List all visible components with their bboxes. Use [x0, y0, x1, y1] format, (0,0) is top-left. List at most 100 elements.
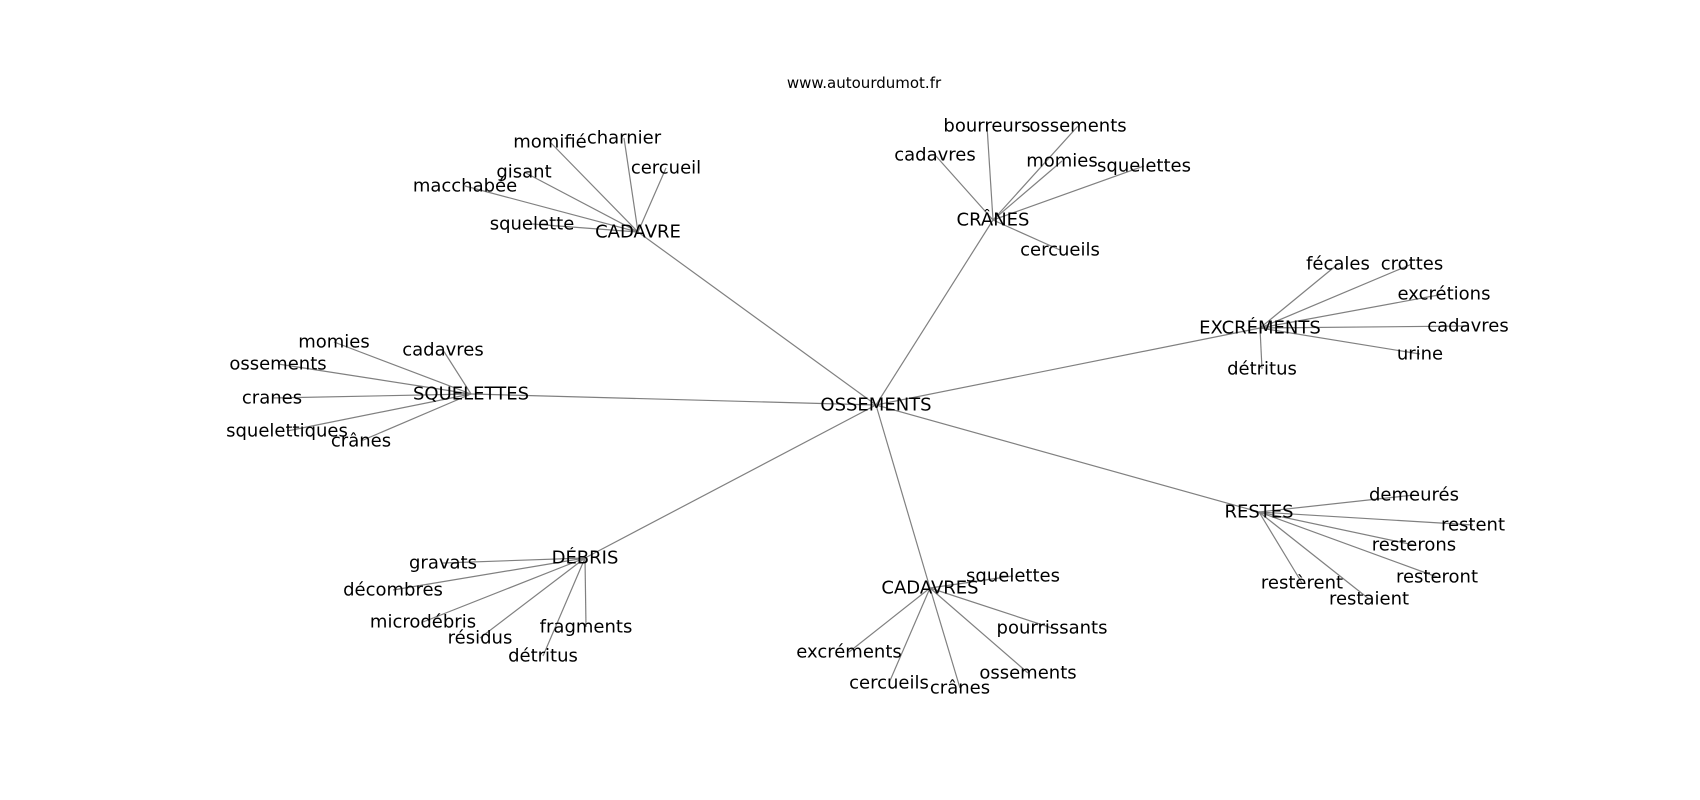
leaf-node[interactable]: détritus	[508, 646, 578, 667]
leaf-node[interactable]: microdébris	[370, 612, 476, 633]
edge-hub-leaf	[442, 349, 472, 395]
leaf-node[interactable]: cercueils	[1020, 240, 1100, 261]
edge-hub-leaf	[934, 154, 994, 221]
edge-hub-leaf	[637, 167, 667, 233]
center-node[interactable]: OSSEMENTS	[820, 395, 931, 416]
leaf-node[interactable]: cadavres	[894, 145, 976, 166]
hub-node[interactable]: CADAVRES	[881, 578, 978, 599]
leaf-node[interactable]: demeurés	[1369, 485, 1459, 506]
edge-hub-leaf	[992, 125, 1079, 221]
leaf-node[interactable]: squelettes	[966, 566, 1060, 587]
leaf-node[interactable]: excrétions	[1398, 284, 1491, 305]
leaf-node[interactable]: cercueils	[849, 673, 929, 694]
edge-hub-leaf	[1259, 263, 1339, 329]
hub-node[interactable]: EXCRÉMENTS	[1199, 317, 1321, 339]
hub-node[interactable]: RESTES	[1224, 502, 1293, 523]
edge-hub-leaf	[929, 587, 961, 689]
leaf-node[interactable]: restaient	[1329, 589, 1409, 610]
leaf-node[interactable]: ossements	[979, 663, 1076, 684]
edge-hub-leaf	[286, 393, 472, 432]
leaf-node[interactable]: restent	[1441, 515, 1505, 536]
edge-hub-leaf	[1259, 263, 1413, 329]
edge-hub-leaf	[929, 575, 1014, 589]
edge-hub-leaf	[1259, 325, 1469, 329]
edge-hub-leaf	[1259, 327, 1421, 355]
edge-hub-leaf	[531, 223, 639, 233]
leaf-node[interactable]: cadavres	[402, 340, 484, 361]
leaf-node[interactable]: crânes	[930, 678, 990, 699]
leaf-node[interactable]: excréments	[796, 642, 902, 663]
edge-hub-leaf	[360, 393, 472, 442]
leaf-node[interactable]: urine	[1397, 344, 1443, 365]
edge-hub-leaf	[479, 557, 586, 639]
edge-hub-leaf	[542, 557, 586, 657]
edge-center-hub	[470, 393, 877, 406]
edge-hub-leaf	[1258, 511, 1438, 578]
leaf-node[interactable]: crottes	[1381, 254, 1443, 275]
edge-hub-leaf	[1258, 511, 1303, 584]
edge-hub-leaf	[271, 393, 472, 399]
edge-center-hub	[875, 219, 994, 406]
leaf-node[interactable]: décombres	[343, 580, 443, 601]
edge-hub-leaf	[333, 341, 472, 395]
leaf-node[interactable]: macchabée	[413, 176, 517, 197]
edge-hub-leaf	[1258, 511, 1474, 526]
leaf-node[interactable]: resteront	[1396, 567, 1478, 588]
leaf-node[interactable]: bourreurs	[943, 116, 1030, 137]
edge-hub-leaf	[848, 587, 931, 653]
edge-hub-leaf	[549, 141, 639, 233]
edge-hub-leaf	[464, 185, 639, 233]
leaf-node[interactable]: gisant	[496, 162, 551, 183]
leaf-node[interactable]: résidus	[448, 628, 513, 649]
hub-node[interactable]: CADAVRE	[595, 222, 681, 243]
edge-center-hub	[637, 231, 877, 406]
leaf-node[interactable]: ossements	[229, 354, 326, 375]
edge-center-hub	[875, 404, 1260, 513]
labels: OSSEMENTS CADAVRE squelette macchabéegisant…	[226, 116, 1509, 699]
edge-hub-leaf	[1258, 511, 1415, 546]
edge-hub-leaf	[422, 557, 586, 623]
leaf-node[interactable]: squelettes	[1097, 156, 1191, 177]
edge-center-hub	[875, 327, 1261, 406]
hub-node[interactable]: CRÂNES	[957, 209, 1030, 231]
edge-hub-leaf	[623, 137, 639, 233]
edge-hub-leaf	[929, 587, 1029, 674]
leaf-node[interactable]: squelettiques	[226, 421, 348, 442]
edge-hub-leaf	[929, 587, 1053, 629]
leaf-node[interactable]: restèrent	[1261, 573, 1343, 594]
leaf-node[interactable]: momies	[1026, 151, 1098, 172]
leaf-node[interactable]: crânes	[331, 431, 391, 452]
edge-hub-leaf	[1258, 494, 1415, 513]
edge-hub-leaf	[442, 557, 586, 564]
leaf-node[interactable]: fragments	[540, 617, 633, 638]
leaf-node[interactable]: cercueil	[631, 158, 701, 179]
leaf-node[interactable]: resterons	[1372, 535, 1456, 556]
edge-hub-leaf	[1259, 293, 1445, 329]
leaf-node[interactable]: momies	[298, 332, 370, 353]
edge-hub-leaf	[392, 557, 586, 591]
leaf-node[interactable]: cranes	[242, 388, 302, 409]
edge-hub-leaf	[584, 557, 587, 628]
edge-hub-leaf	[992, 219, 1061, 251]
hub-node[interactable]: DÉBRIS	[552, 547, 619, 569]
edge-hub-leaf	[992, 160, 1063, 221]
leaf-node[interactable]: détritus	[1227, 359, 1297, 380]
leaf-node[interactable]: pourrissants	[997, 618, 1108, 639]
edge-hub-leaf	[1258, 511, 1370, 600]
leaf-node[interactable]: cadavres	[1427, 316, 1509, 337]
edge-center-hub	[875, 404, 931, 589]
leaf-node[interactable]: charnier	[587, 128, 662, 149]
edges	[271, 125, 1474, 689]
leaf-node[interactable]: momifié	[513, 132, 587, 153]
hub-node[interactable]: SQUELETTES	[413, 384, 529, 405]
site-url[interactable]: www.autourdumot.fr	[787, 74, 942, 92]
leaf-node[interactable]: ossements	[1029, 116, 1126, 137]
edge-hub-leaf	[888, 587, 931, 684]
leaf-node[interactable]: squelette	[490, 214, 575, 235]
edge-hub-leaf	[986, 125, 994, 221]
leaf-node[interactable]: gravats	[409, 553, 477, 574]
edge-hub-leaf	[992, 165, 1145, 221]
leaf-node[interactable]: fécales	[1306, 254, 1370, 275]
edge-center-hub	[584, 404, 877, 559]
